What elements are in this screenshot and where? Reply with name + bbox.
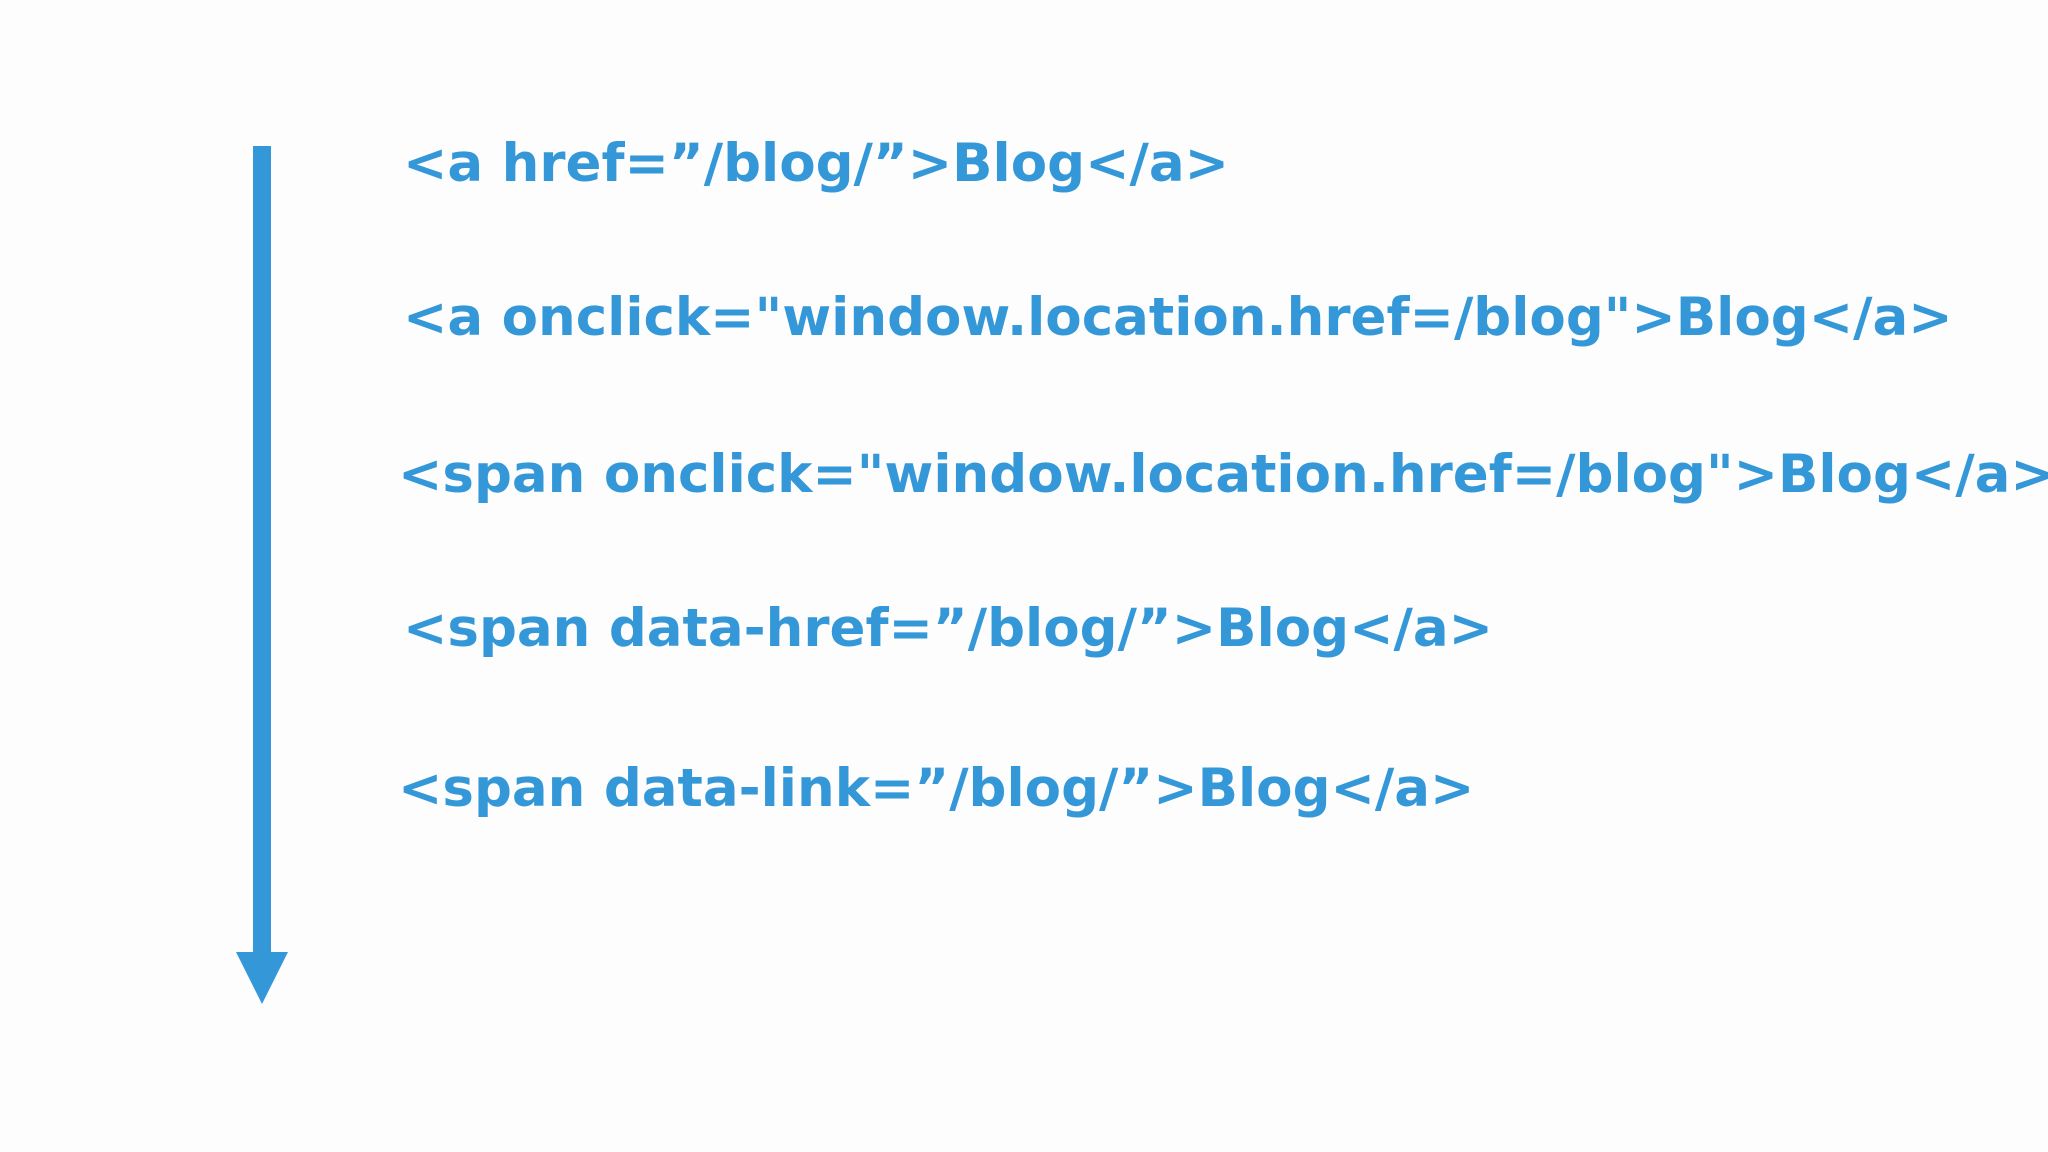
code-line-a-href: <a href=”/blog/”>Blog</a> bbox=[403, 133, 1230, 194]
down-arrow-icon bbox=[236, 952, 288, 1004]
code-line-span-onclick: <span onclick="window.location.href=/blo… bbox=[398, 444, 2048, 505]
code-line-span-data-href: <span data-href=”/blog/”>Blog</a> bbox=[403, 598, 1494, 659]
code-line-span-data-link: <span data-link=”/blog/”>Blog</a> bbox=[398, 758, 1475, 819]
code-line-a-onclick: <a onclick="window.location.href=/blog">… bbox=[403, 287, 1953, 348]
down-arrow-shaft bbox=[253, 146, 271, 958]
